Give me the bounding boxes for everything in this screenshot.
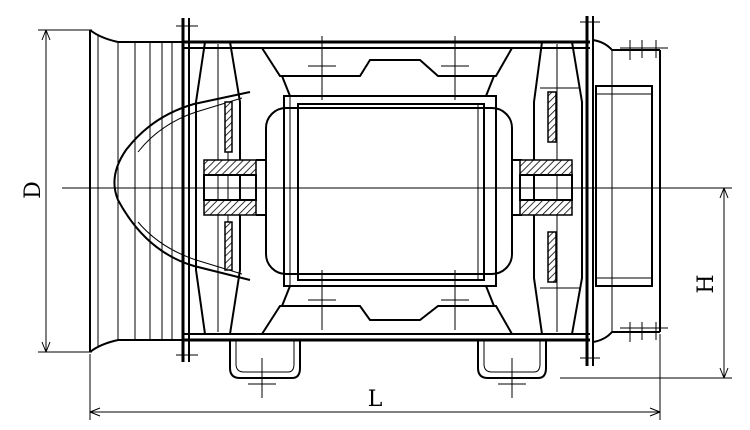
dimension-h: H [560,187,732,379]
dimension-l: L [89,334,661,420]
motor-top-mount [261,47,513,97]
inlet-bell-mouth [89,29,183,353]
dimension-l-label: L [368,387,383,412]
bolt-markers [248,36,526,398]
fan-casing [176,16,600,366]
mounting-foot-right [477,340,547,379]
motor-bottom-mount [261,285,513,335]
outlet-duct [592,39,668,343]
motor [256,95,522,287]
dimension-d: D [21,29,92,353]
mounting-foot-left [229,340,301,379]
dimension-h-label: H [694,274,719,293]
dimension-d-label: D [21,181,46,199]
